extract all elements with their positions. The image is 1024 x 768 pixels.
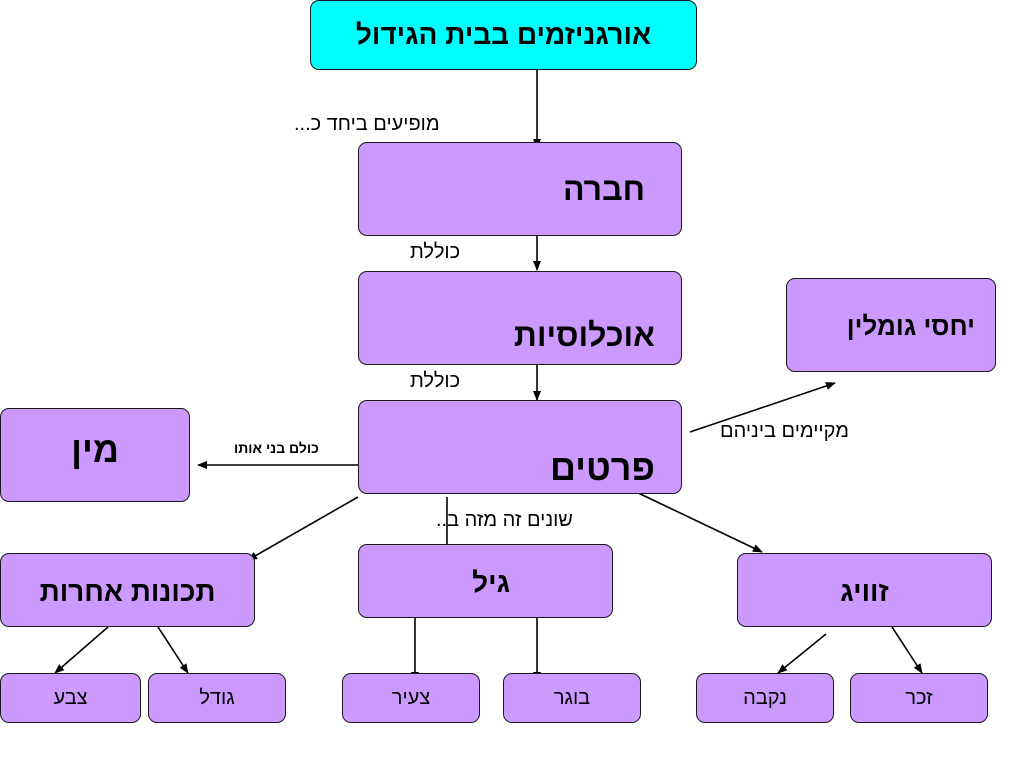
node-other-traits-label: תכונות אחרות xyxy=(39,576,216,607)
node-adult: בוגר xyxy=(503,673,641,723)
node-color: צבע xyxy=(0,673,141,723)
node-sex-label: זוויג xyxy=(840,576,889,607)
node-organisms-label: אורגניזמים בבית הגידול xyxy=(355,19,652,50)
arrow-other-traits-color xyxy=(54,626,109,674)
arrow-sex-female xyxy=(777,633,827,674)
node-age-label: גיל xyxy=(472,567,510,598)
node-populations-label: אוכלוסיות xyxy=(513,317,655,353)
node-interactions: יחסי גומלין xyxy=(786,278,996,372)
node-individuals-label: פרטים xyxy=(549,447,655,488)
node-female-label: נקבה xyxy=(743,686,787,709)
arrow-other-traits-size xyxy=(157,626,189,674)
node-species: מין xyxy=(0,408,190,502)
node-size-label: גודל xyxy=(199,686,235,709)
edge-label-includes-1: כוללת xyxy=(410,241,461,263)
node-color-label: צבע xyxy=(53,686,88,709)
node-age: גיל xyxy=(358,544,613,618)
edge-label-exist-between: מקיימים ביניהם xyxy=(720,420,849,442)
node-populations: אוכלוסיות xyxy=(358,271,682,365)
arrow-individuals-other-traits xyxy=(247,496,359,561)
node-individuals: פרטים xyxy=(358,400,682,494)
arrow-sex-male xyxy=(891,626,923,674)
node-species-label: מין xyxy=(71,429,119,470)
arrow-individuals-sex xyxy=(631,489,763,553)
node-other-traits: תכונות אחרות xyxy=(0,553,255,627)
node-size: גודל xyxy=(148,673,286,723)
node-young: צעיר xyxy=(342,673,480,723)
arrow-individuals-interactions xyxy=(689,382,836,433)
node-adult-label: בוגר xyxy=(553,686,591,709)
node-male-label: זכר xyxy=(905,686,933,709)
edge-label-same-species: כולם בני אותו xyxy=(234,440,319,456)
node-organisms: אורגניזמים בבית הגידול xyxy=(310,0,697,70)
node-sex: זוויג xyxy=(737,553,992,627)
node-female: נקבה xyxy=(696,673,834,723)
node-community: חברה xyxy=(358,142,682,236)
node-young-label: צעיר xyxy=(391,686,431,709)
edge-label-appear-together: מופיעים ביחד כ... xyxy=(294,113,440,135)
node-male: זכר xyxy=(850,673,988,723)
edge-label-includes-2: כוללת xyxy=(410,370,461,392)
edge-label-differ-by: שונים זה מזה ב.. xyxy=(436,509,573,531)
node-community-label: חברה xyxy=(563,170,645,207)
node-interactions-label: יחסי גומלין xyxy=(846,311,975,341)
